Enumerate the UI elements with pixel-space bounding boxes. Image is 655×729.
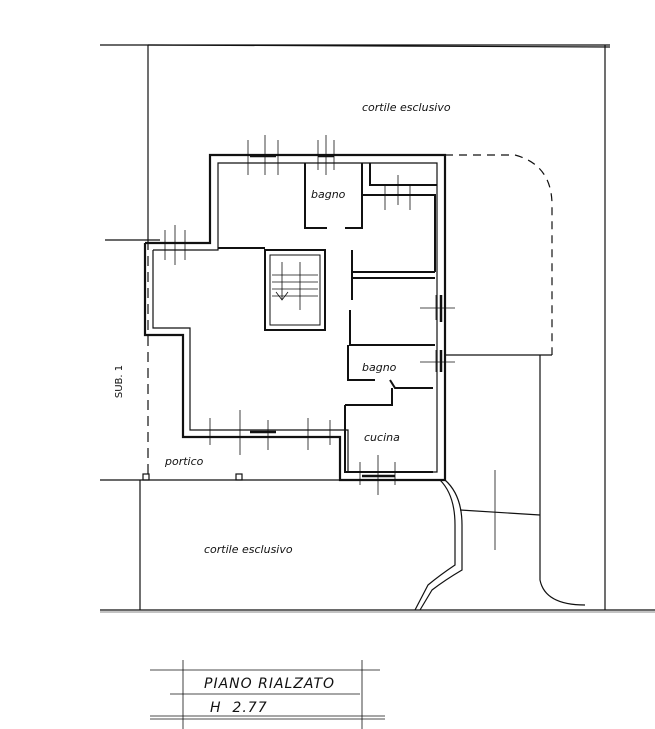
- site-boundary: [100, 44, 655, 613]
- courtyard-top-label: cortile esclusivo: [362, 101, 451, 114]
- title-block-lines: [150, 660, 385, 729]
- interior-walls: [218, 163, 437, 473]
- column: [142, 473, 150, 481]
- window-marks: [164, 135, 496, 550]
- floor-title: PIANO RIALZATO: [204, 676, 336, 692]
- height-label: H 2.77: [210, 700, 268, 716]
- porch-label: portico: [165, 455, 204, 468]
- courtyard-bottom-label: cortile esclusivo: [204, 543, 293, 556]
- bathroom-label: bagno: [311, 188, 346, 201]
- column: [235, 473, 243, 481]
- exterior-walls: [143, 153, 447, 482]
- kitchen-label: cucina: [364, 431, 400, 444]
- sub-label: SUB. 1: [114, 364, 126, 399]
- window-panes: [250, 154, 443, 478]
- stairs: [272, 262, 318, 310]
- bathroom-label: bagno: [362, 361, 397, 374]
